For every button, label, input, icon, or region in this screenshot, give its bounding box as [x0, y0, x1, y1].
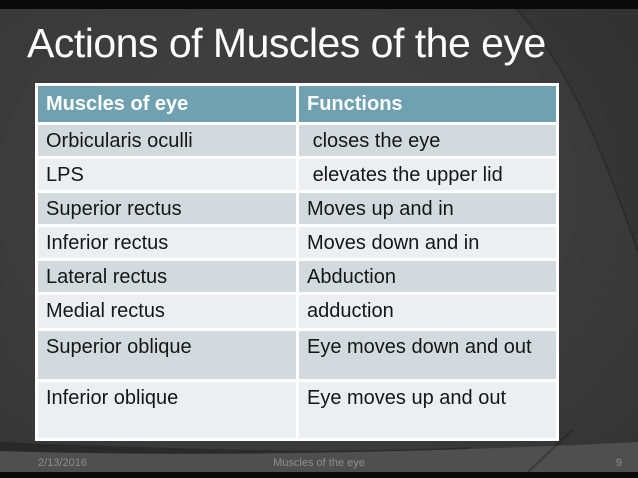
muscle-cell: Lateral rectus — [38, 261, 296, 292]
eye-muscles-table: Muscles of eye Functions Orbicularis ocu… — [35, 83, 559, 441]
muscle-cell: Inferior rectus — [38, 227, 296, 258]
function-cell: adduction — [299, 295, 556, 328]
table-row: Orbicularis oculli closes the eye — [38, 125, 556, 156]
footer-page-number: 9 — [615, 456, 622, 469]
muscle-cell: Superior oblique — [38, 331, 296, 379]
function-cell: elevates the upper lid — [299, 159, 556, 190]
footer-slide-title: Muscles of the eye — [273, 456, 365, 469]
muscle-cell: Inferior oblique — [38, 382, 296, 438]
muscle-cell: Medial rectus — [38, 295, 296, 328]
bottom-black-bar — [0, 472, 638, 478]
footer: 2/13/2016 Muscles of the eye 9 — [0, 452, 638, 473]
function-cell: Moves down and in — [299, 227, 556, 258]
table-row: LPS elevates the upper lid — [38, 159, 556, 190]
function-cell: Moves up and in — [299, 193, 556, 224]
function-cell: Abduction — [299, 261, 556, 292]
table-header-row: Muscles of eye Functions — [38, 86, 556, 122]
muscle-cell: LPS — [38, 159, 296, 190]
top-black-bar — [0, 0, 638, 9]
table-header-functions: Functions — [299, 86, 556, 122]
slide-title: Actions of Muscles of the eye — [27, 20, 546, 66]
table-header-muscles: Muscles of eye — [38, 86, 296, 122]
function-cell: closes the eye — [299, 125, 556, 156]
muscle-cell: Orbicularis oculli — [38, 125, 296, 156]
function-cell: Eye moves up and out — [299, 382, 556, 438]
footer-date: 2/13/2016 — [38, 456, 87, 469]
function-cell: Eye moves down and out — [299, 331, 556, 379]
muscle-cell: Superior rectus — [38, 193, 296, 224]
table-head: Muscles of eye Functions — [38, 86, 556, 122]
